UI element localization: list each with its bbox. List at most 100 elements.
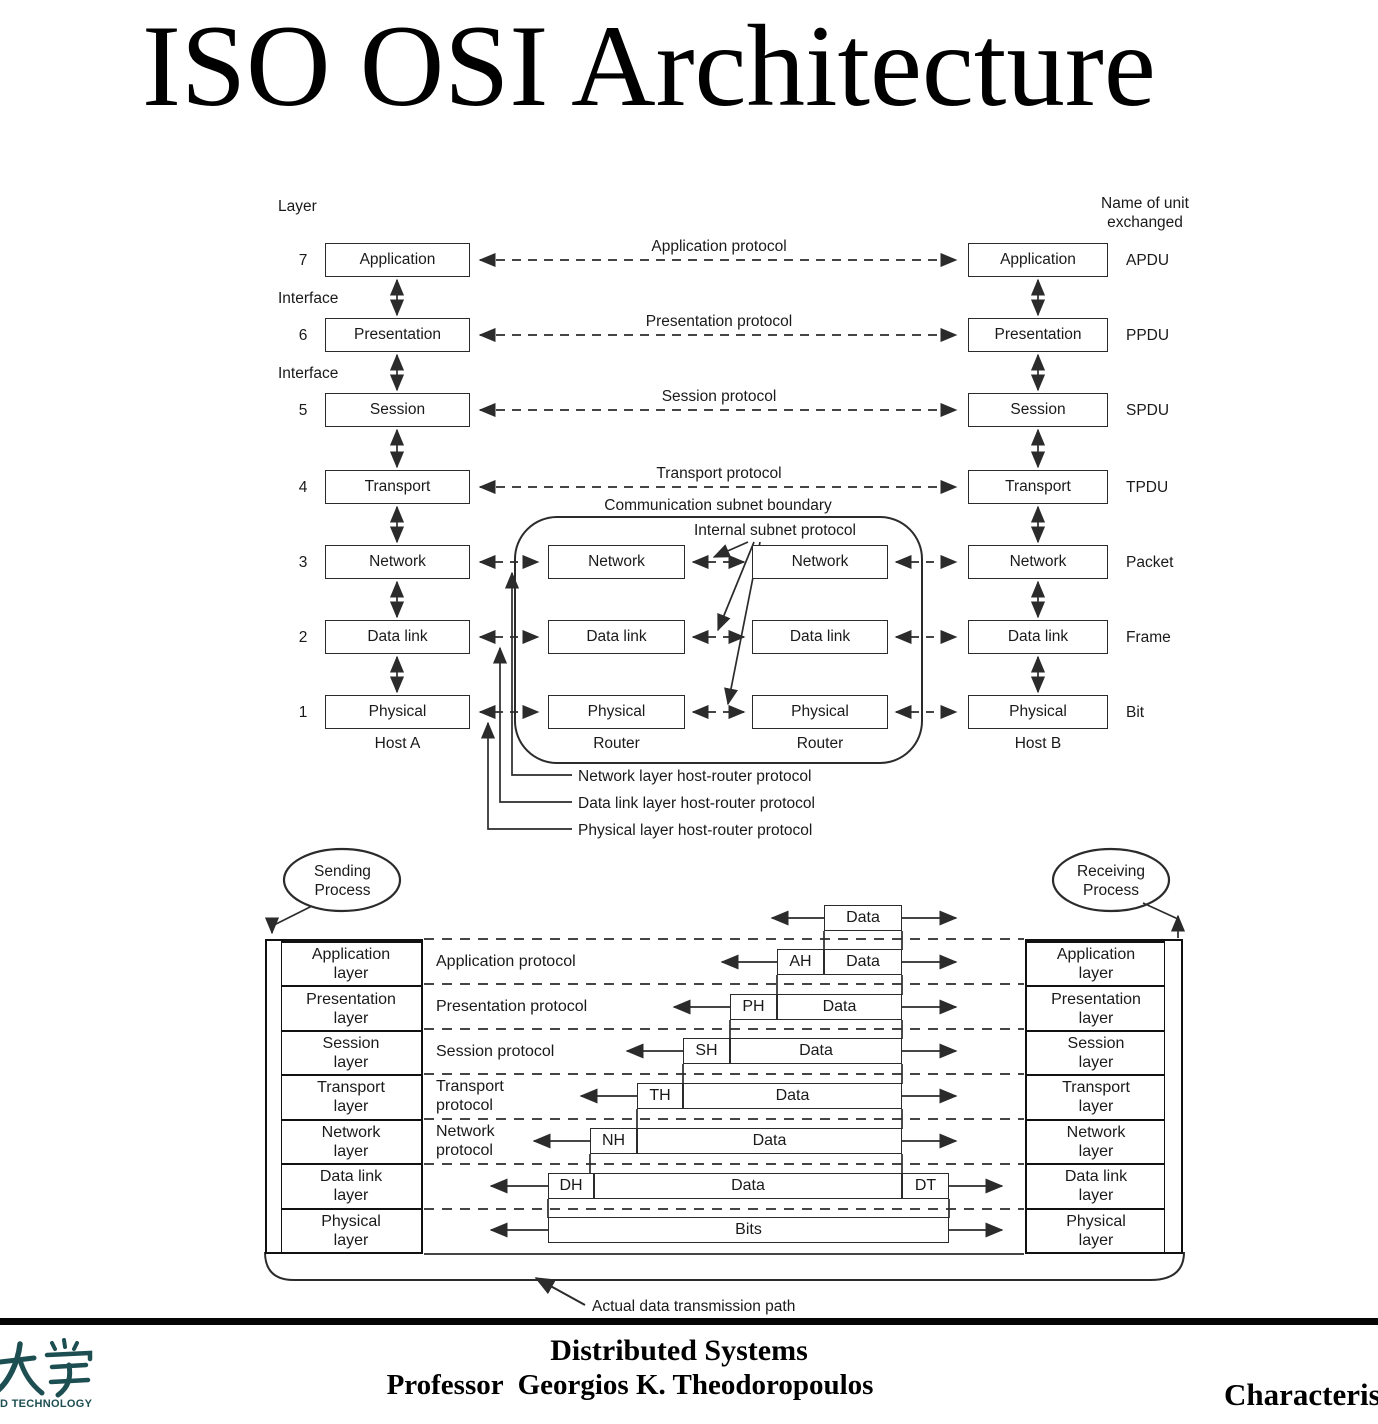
layer-protocol-label: Presentation protocol [436,998,588,1015]
layer-cell-line1: Presentation [306,990,396,1008]
layer-boundary-dashes [424,938,1024,1210]
layer-protocol-label: Transport protocol [436,1077,504,1115]
layer-cell-line1: Application [311,946,391,964]
layer-column-header: Layer [278,198,317,215]
data-unit-box: Data [824,905,902,931]
layer-cell-line2: layer [333,1054,369,1072]
layer-box-host-a: Network [325,545,470,579]
layer-protocol-line2: protocol [436,1097,493,1114]
sending-process-line1: Sending [314,863,371,880]
layer-protocol-label: Application protocol [436,953,576,970]
encapsulation-arrows-left [489,910,824,1238]
layer-cell-line1: Physical [321,1212,381,1230]
layer-box-host-a: Transport [325,470,470,504]
interface-label: Interface [278,365,339,382]
header-box: NH [590,1128,637,1154]
layer-cell-line1: Transport [1062,1079,1130,1097]
router-layer-box: Data link [752,620,888,654]
layer-box-host-b: Presentation [968,318,1108,352]
sending-process-line2: Process [314,882,371,899]
encapsulation-arrows-right [902,910,1004,1238]
layer-cell-line1: Presentation [1051,990,1141,1008]
receiving-process-line1: Receiving [1076,863,1146,880]
unit-label: SPDU [1126,402,1170,419]
receiving-process-label: Receiving Process [1053,862,1169,900]
receiving-arrow [1142,902,1186,938]
router-label: Router [796,735,844,752]
host-a-label: Host A [374,735,421,752]
course-title: Distributed Systems [550,1334,808,1367]
unit-exchanged-header-line2: exchanged [1107,214,1183,231]
layer-box-host-a: Data link [325,620,470,654]
footer-right-text: Characteris [1224,1377,1378,1412]
layer-cell-line2: layer [1078,1009,1114,1027]
layer-number: 3 [298,554,308,571]
transmission-path-pointer [534,1277,586,1306]
layer-cell-line2: layer [333,1098,369,1116]
host-router-callout: Physical layer host-router protocol [578,822,813,839]
layer-box-host-b: Session [968,393,1108,427]
layer-number: 6 [298,327,308,344]
layer-cell-line1: Network [321,1123,381,1141]
router-label: Router [593,735,640,752]
footer-divider [0,1318,1378,1325]
layer-protocol-label: Network protocol [436,1122,495,1160]
unit-label: PPDU [1126,327,1170,344]
layer-cell-line1: Transport [317,1079,385,1097]
protocol-label: Session protocol [661,388,777,405]
layer-number: 4 [298,479,308,496]
sending-process-label: Sending Process [285,862,400,900]
header-box: DH [548,1173,594,1199]
protocol-label: Application protocol [651,238,787,255]
layer-cell-line2: layer [1078,1142,1114,1160]
host-router-callout: Network layer host-router protocol [578,768,812,785]
layer-number: 2 [298,629,308,646]
internal-subnet-protocol-label: Internal subnet protocol [694,522,856,539]
layer-protocol-line2: protocol [436,1142,493,1159]
layer-cell-line1: Application [1056,946,1136,964]
unit-label: Frame [1126,629,1171,646]
subnet-dashed-links [478,554,958,720]
unit-label: Packet [1126,554,1174,571]
layer-cell-line1: Data link [319,1168,383,1186]
unit-label: TPDU [1126,479,1169,496]
header-box: AH [777,949,824,975]
router-layer-box: Network [548,545,685,579]
layer-protocol-line1: Network [436,1123,495,1140]
layer-cell-line1: Data link [1064,1168,1128,1186]
sending-process-ellipse [282,847,402,913]
data-unit-box: Data [594,1173,902,1199]
header-box: TH [637,1083,683,1109]
layer-box-host-a: Application [325,243,470,277]
router-layer-box: Network [752,545,888,579]
layer-cell-line1: Network [1066,1123,1126,1141]
data-unit-box: Data [824,949,902,975]
router-layer-box: Data link [548,620,685,654]
trailer-box: DT [902,1173,949,1199]
layer-cell-line2: layer [333,1009,369,1027]
layer-cell-line2: layer [333,1142,369,1160]
layer-box-host-b: Network [968,545,1108,579]
layer-box-host-a: Presentation [325,318,470,352]
unit-exchanged-header-line1: Name of unit [1101,195,1189,212]
layer-protocol-label: Session protocol [436,1043,555,1060]
bits-box: Bits [548,1217,949,1243]
data-unit-box: Data [730,1038,902,1064]
stack-conduit-line [1164,941,1165,1252]
layer-box-host-a: Session [325,393,470,427]
layer-cell-line2: layer [1078,1187,1114,1205]
host-router-callout: Data link layer host-router protocol [578,795,815,812]
protocol-label: Presentation protocol [645,313,793,330]
header-box: SH [683,1038,730,1064]
